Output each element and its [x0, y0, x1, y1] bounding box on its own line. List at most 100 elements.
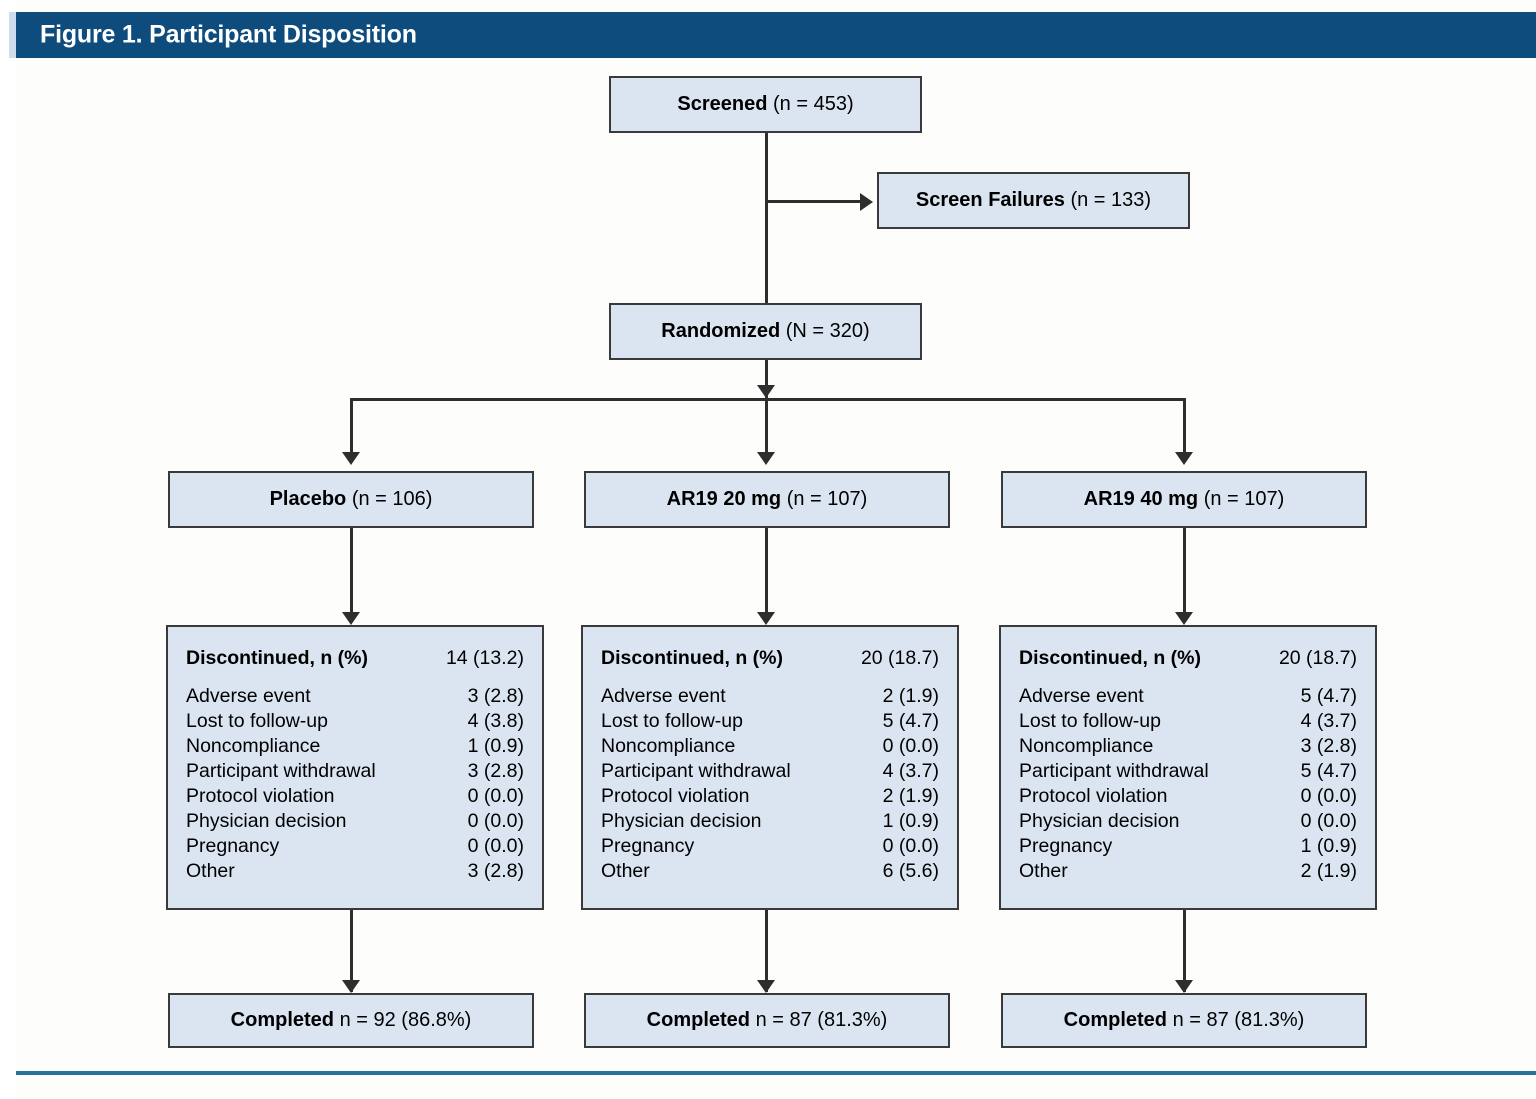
- reason-value: 3 (2.8): [467, 860, 524, 882]
- reason-value: 3 (2.8): [1300, 735, 1357, 757]
- arrowhead-ar19-40mg-discontinued: [1175, 612, 1193, 625]
- node-completed-placebo-title: Completed: [230, 1009, 335, 1031]
- reason-value: 2 (1.9): [882, 685, 939, 707]
- arrowhead-ar19-40mg-completed: [1175, 980, 1193, 993]
- node-arm-ar19-20mg-label: AR19 20 mg (n = 107): [667, 488, 868, 511]
- reason-value: 5 (4.7): [882, 710, 939, 732]
- node-completed-ar19-20mg: Completed n = 87 (81.3%): [584, 993, 950, 1048]
- node-completed-placebo: Completed n = 92 (86.8%): [168, 993, 534, 1048]
- arrowhead-leg-ar19-20mg: [757, 452, 775, 465]
- node-randomized-label: Randomized (N = 320): [661, 320, 869, 343]
- reason-value: 2 (1.9): [882, 785, 939, 807]
- discontinued-value-ar19-40mg: 20 (18.7): [1278, 647, 1357, 669]
- reason-value: 4 (3.7): [1300, 710, 1357, 732]
- reason-value: 1 (0.9): [1300, 835, 1357, 857]
- connector-to-screen-failures: [765, 200, 860, 203]
- node-completed-placebo-label: Completed n = 92 (86.8%): [231, 1009, 472, 1032]
- figure-bottom-rule: [16, 1071, 1536, 1075]
- discontinued-header-placebo: Discontinued, n (%) 14 (13.2): [186, 647, 524, 670]
- reason-row: Adverse event 3 (2.8): [186, 684, 524, 709]
- connector-leg-ar19-40mg: [1183, 398, 1186, 458]
- reason-label: Participant withdrawal: [601, 760, 791, 782]
- connector-ar19-40mg-to-completed: [1183, 910, 1186, 992]
- reason-row: Participant withdrawal 4 (3.7): [601, 759, 939, 784]
- reason-row: Other 6 (5.6): [601, 859, 939, 884]
- reason-row: Participant withdrawal 3 (2.8): [186, 759, 524, 784]
- connector-placebo-to-discontinued: [350, 528, 353, 618]
- node-screen-failures: Screen Failures (n = 133): [877, 172, 1190, 229]
- box-discontinued-placebo: Discontinued, n (%) 14 (13.2) Adverse ev…: [166, 625, 544, 910]
- reason-value: 0 (0.0): [1300, 785, 1357, 807]
- node-completed-placebo-count: n = 92 (86.8%): [334, 1009, 472, 1031]
- reason-value: 4 (3.7): [882, 760, 939, 782]
- node-screen-failures-title: Screen Failures: [915, 189, 1065, 211]
- reason-label: Pregnancy: [1019, 835, 1113, 857]
- discontinued-value-placebo: 14 (13.2): [445, 647, 524, 669]
- reason-label: Adverse event: [186, 685, 311, 707]
- reason-label: Other: [1019, 860, 1068, 882]
- node-arm-placebo: Placebo (n = 106): [168, 471, 534, 528]
- node-arm-ar19-40mg-label: AR19 40 mg (n = 107): [1084, 488, 1285, 511]
- node-completed-ar19-40mg-count: n = 87 (81.3%): [1167, 1009, 1305, 1031]
- arrowhead-leg-placebo: [342, 452, 360, 465]
- reason-row: Physician decision 0 (0.0): [1019, 809, 1357, 834]
- discontinued-header-ar19-40mg: Discontinued, n (%) 20 (18.7): [1019, 647, 1357, 670]
- node-screened: Screened (n = 453): [609, 76, 922, 133]
- connector-ar19-40mg-to-discontinued: [1183, 528, 1186, 618]
- left-edge-rail: [0, 0, 16, 1099]
- node-arm-placebo-label: Placebo (n = 106): [270, 488, 433, 511]
- reason-row: Pregnancy 0 (0.0): [186, 834, 524, 859]
- reason-label: Participant withdrawal: [186, 760, 376, 782]
- connector-leg-ar19-20mg: [765, 398, 768, 458]
- node-screen-failures-count: (n = 133): [1064, 189, 1152, 211]
- reason-value: 1 (0.9): [467, 735, 524, 757]
- reason-row: Protocol violation 2 (1.9): [601, 784, 939, 809]
- reason-label: Adverse event: [601, 685, 726, 707]
- arrowhead-randomized-stem: [757, 385, 775, 398]
- reason-value: 4 (3.8): [467, 710, 524, 732]
- node-screened-title: Screened: [677, 93, 768, 115]
- connector-leg-placebo: [350, 398, 353, 458]
- reason-value: 0 (0.0): [467, 785, 524, 807]
- connector-ar19-20mg-to-completed: [765, 910, 768, 992]
- node-arm-ar19-20mg: AR19 20 mg (n = 107): [584, 471, 950, 528]
- node-screened-count: (n = 453): [767, 93, 854, 115]
- reason-row: Lost to follow-up 5 (4.7): [601, 709, 939, 734]
- box-discontinued-ar19-40mg: Discontinued, n (%) 20 (18.7) Adverse ev…: [999, 625, 1377, 910]
- node-arm-ar19-40mg-title: AR19 40 mg: [1083, 488, 1199, 510]
- connector-placebo-to-completed: [350, 910, 353, 992]
- reason-label: Participant withdrawal: [1019, 760, 1209, 782]
- reason-value: 5 (4.7): [1300, 760, 1357, 782]
- reason-label: Pregnancy: [601, 835, 695, 857]
- node-arm-ar19-40mg: AR19 40 mg (n = 107): [1001, 471, 1367, 528]
- node-randomized-count: (N = 320): [780, 320, 870, 342]
- reason-label: Lost to follow-up: [186, 710, 328, 732]
- node-screened-label: Screened (n = 453): [677, 93, 853, 116]
- node-completed-ar19-40mg-title: Completed: [1063, 1009, 1168, 1031]
- reason-row: Lost to follow-up 4 (3.7): [1019, 709, 1357, 734]
- reason-value: 5 (4.7): [1300, 685, 1357, 707]
- arrowhead-ar19-20mg-discontinued: [757, 612, 775, 625]
- reason-row: Physician decision 1 (0.9): [601, 809, 939, 834]
- arrowhead-leg-ar19-40mg: [1175, 452, 1193, 465]
- reason-value: 2 (1.9): [1300, 860, 1357, 882]
- reason-row: Noncompliance 3 (2.8): [1019, 734, 1357, 759]
- reason-row: Pregnancy 0 (0.0): [601, 834, 939, 859]
- reason-value: 0 (0.0): [467, 810, 524, 832]
- box-discontinued-ar19-20mg: Discontinued, n (%) 20 (18.7) Adverse ev…: [581, 625, 959, 910]
- reason-label: Lost to follow-up: [601, 710, 743, 732]
- reason-row: Protocol violation 0 (0.0): [1019, 784, 1357, 809]
- connector-randomized-stem: [765, 360, 768, 398]
- node-completed-ar19-20mg-label: Completed n = 87 (81.3%): [647, 1009, 888, 1032]
- reason-row: Other 2 (1.9): [1019, 859, 1357, 884]
- figure-header-bar: Figure 1. Participant Disposition: [16, 12, 1536, 58]
- reason-label: Pregnancy: [186, 835, 280, 857]
- reason-row: Noncompliance 1 (0.9): [186, 734, 524, 759]
- reason-value: 6 (5.6): [882, 860, 939, 882]
- reason-label: Lost to follow-up: [1019, 710, 1161, 732]
- reason-row: Noncompliance 0 (0.0): [601, 734, 939, 759]
- reason-label: Noncompliance: [186, 735, 321, 757]
- reason-value: 3 (2.8): [467, 760, 524, 782]
- reason-row: Participant withdrawal 5 (4.7): [1019, 759, 1357, 784]
